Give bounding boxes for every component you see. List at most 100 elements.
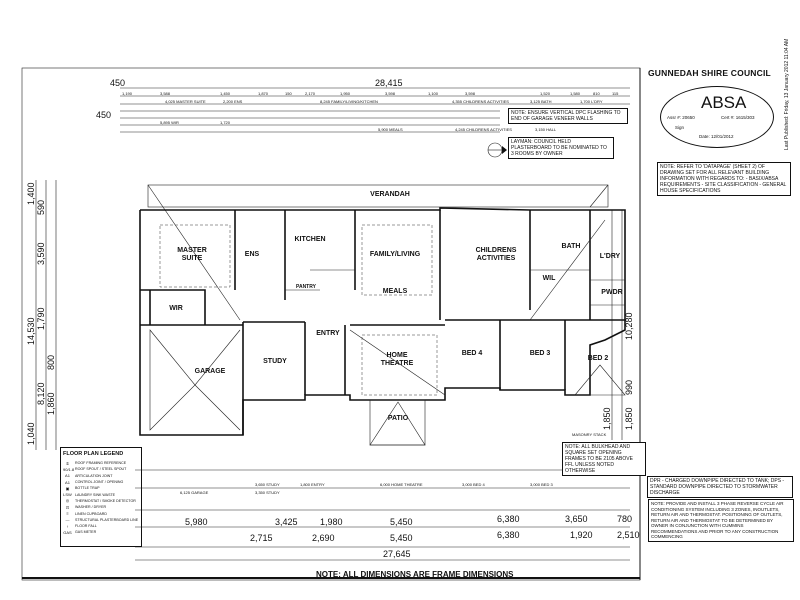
dim: 3,598	[465, 91, 476, 96]
legend-item: ⊡WASHER / DRYER	[61, 504, 141, 510]
room-label-bed4: BED 4	[462, 350, 483, 357]
dim: 8,245 FAMILY/LIVING/KITCHEN	[320, 99, 378, 104]
dim: 1,100	[428, 91, 439, 96]
published-date: Last Published: Friday, 13 January 2012 …	[784, 38, 790, 150]
top-offset-dim: 450	[110, 78, 125, 88]
dim: 1,190	[122, 91, 133, 96]
legend-symbol: LSW	[63, 492, 72, 498]
dim: 780	[617, 514, 632, 524]
legend-item: ↑ FLOOR FALL	[61, 523, 141, 529]
dim: 800	[46, 355, 56, 370]
note-plasterboard: LAYMAN: COUNCIL HELD PLASTERBOARD TO BE …	[508, 137, 614, 159]
certificate-number: Cert #: 1615/303	[721, 115, 755, 120]
legend-label: THERMOSTAT / SMOKE DETECTOR	[75, 498, 136, 503]
legend-title: FLOOR PLAN LEGEND	[63, 451, 124, 457]
dim: 4,245 CHILDRENS ACTIVITIES	[455, 127, 512, 132]
dim: 10,280	[624, 312, 634, 340]
legend-symbol: ◎	[65, 498, 70, 504]
room-label-verandah: VERANDAH	[370, 191, 410, 198]
absa-stamp: ABSA Assr #: 20650 Cert #: 1615/303 Sign…	[660, 86, 774, 148]
room-label-entry: ENTRY	[316, 330, 340, 337]
dim: 810	[593, 91, 600, 96]
legend-symbol: 90/1.8	[63, 466, 75, 472]
note-aircon: NOTE: PROVIDE AND INSTALL 3 PHASE REVERS…	[648, 499, 794, 542]
dim: 5,900 MEALS	[378, 127, 403, 132]
verandah	[147, 184, 609, 208]
dim: 3,000 BED 4	[462, 482, 485, 487]
dim: 1,950	[340, 91, 351, 96]
dim: 3,650	[565, 514, 588, 524]
dim: 6,125 GARAGE	[180, 490, 209, 495]
dim: 115	[612, 91, 619, 96]
dim: 1,860	[46, 392, 56, 415]
legend-symbol: GAS	[63, 529, 72, 535]
room-label-family: FAMILY/LIVING	[370, 251, 421, 258]
note-downpipes: DPR - CHARGED DOWNPIPE DIRECTED TO TANK;…	[647, 476, 793, 498]
frame-dimensions-note: NOTE: ALL DIMENSIONS ARE FRAME DIMENSION…	[316, 570, 514, 579]
legend-symbol: ≡	[66, 511, 69, 517]
dim: 1,800 ENTRY	[300, 482, 325, 487]
room-label-ens: ENS	[245, 251, 260, 258]
dim: 2,715	[250, 533, 273, 543]
legend-label: ROOF SPOUT / STEEL SPOUT	[75, 467, 127, 472]
dim: 1,520	[540, 91, 551, 96]
room-label-bed3: BED 3	[530, 350, 551, 357]
dim: 5,450	[390, 517, 413, 527]
legend-symbol: ①	[65, 460, 70, 466]
bulkhead-outline	[159, 224, 231, 288]
dim: 1,790	[36, 307, 46, 330]
room-label-wir: WIR	[169, 305, 183, 312]
dim: 1,720	[220, 120, 231, 125]
legend-label: BOTTLE TRAP	[75, 486, 100, 491]
absa-logo: ABSA	[701, 93, 747, 112]
legend-symbol: A1	[65, 479, 70, 485]
legend-label: FLOOR FALL	[75, 524, 97, 529]
legend-item: ▣BOTTLE TRAP	[61, 485, 141, 491]
dim: 1,580	[570, 91, 581, 96]
dim: 3,125 BATH	[530, 99, 552, 104]
bottom-overall-dim: 27,645	[383, 549, 411, 559]
room-label-kitchen: KITCHEN	[294, 236, 325, 243]
dim: 1,870	[258, 91, 269, 96]
dim: 3,425	[275, 517, 298, 527]
dim: 3,590	[36, 242, 46, 265]
dim: 590	[36, 200, 46, 215]
dim: 1,980	[320, 517, 343, 527]
dim: 6,000 HOME THEATRE	[380, 482, 423, 487]
left-dimensions: 14,530 8,120 3,590 1,790 1,400 590 1,040…	[26, 180, 57, 450]
legend-label: WASHER / DRYER	[75, 505, 107, 510]
legend-item: —STRUCTURAL PLASTERBOARD LINE	[61, 517, 141, 523]
dim: 6,380	[497, 530, 520, 540]
dim: 3,350 STUDY	[255, 490, 280, 495]
dim: 1,850	[602, 407, 612, 430]
note-dpc-flashing: NOTE: ENSURE VERTICAL DPC FLASHING TO EN…	[508, 108, 628, 124]
room-label-meals: MEALS	[383, 288, 408, 295]
patio	[369, 399, 426, 446]
room-label-bath: BATH	[562, 243, 581, 250]
legend-symbol: ↑	[66, 523, 69, 529]
legend-label: GAS METER	[75, 530, 97, 535]
dim: 990	[624, 380, 634, 395]
assessor-number: Assr #: 20650	[667, 115, 695, 120]
room-label-master: MASTER	[177, 247, 207, 254]
room-label-study: STUDY	[263, 358, 287, 365]
council-name: GUNNEDAH SHIRE COUNCIL	[648, 68, 771, 78]
room-label-patio: PATIO	[388, 415, 409, 422]
dim: 1,850	[624, 407, 634, 430]
dim: 8,120	[36, 382, 46, 405]
room-label-ldry: L'DRY	[600, 253, 621, 260]
dim: 5,980	[185, 517, 208, 527]
legend-label: ROOF FRAMING REFERENCE	[75, 461, 127, 466]
dim: 4,025 MASTER SUITE	[165, 99, 206, 104]
dim: 3,598	[385, 91, 396, 96]
dim: 150	[285, 91, 292, 96]
legend-symbol: —	[65, 517, 70, 523]
legend-label: LINEN CUPBOARD	[75, 511, 107, 516]
legend-item: ◎ THERMOSTAT / SMOKE DETECTOR	[61, 498, 141, 504]
dim: 1,450	[220, 91, 231, 96]
legend-item: ① ROOF FRAMING REFERENCE	[61, 460, 141, 466]
